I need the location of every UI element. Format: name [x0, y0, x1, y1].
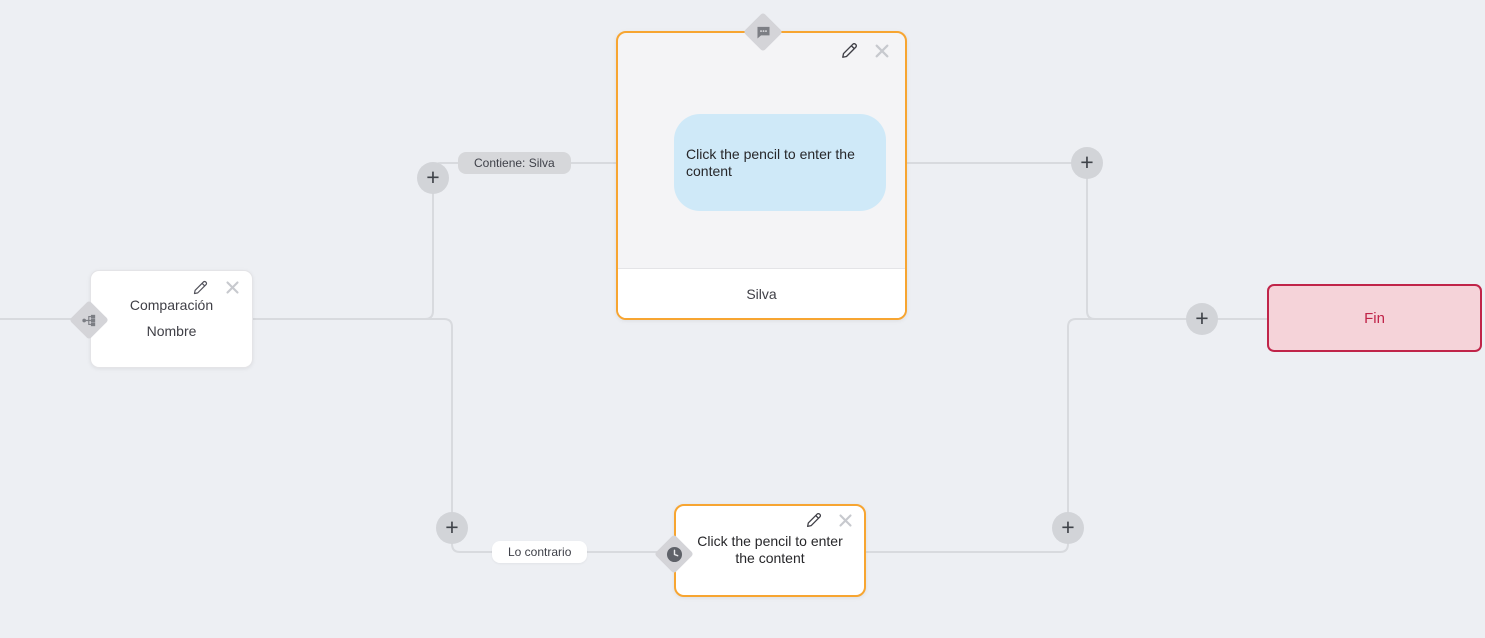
condition-title-line2: Nombre	[146, 323, 197, 340]
add-node-button-top-left[interactable]: +	[417, 162, 449, 194]
add-node-button-before-end[interactable]: +	[1186, 303, 1218, 335]
pencil-icon	[805, 512, 822, 532]
edit-condition-button[interactable]	[191, 280, 209, 298]
message-node[interactable]: Click the pencil to enter the content Si…	[616, 26, 907, 320]
edge-label-top-branch: Contiene: Silva	[458, 152, 571, 174]
message-badge	[743, 12, 783, 52]
pencil-icon	[840, 42, 858, 63]
edge-wait-to-end	[866, 318, 1186, 553]
pencil-icon	[192, 280, 208, 299]
edge-condition-to-wait	[253, 318, 674, 553]
end-node[interactable]: Fin	[1267, 284, 1482, 352]
wait-badge	[654, 534, 694, 574]
edge-label-text: Lo contrario	[508, 545, 572, 559]
add-node-button-top-right[interactable]: +	[1071, 147, 1103, 179]
delete-message-button[interactable]	[873, 43, 891, 61]
edit-message-button[interactable]	[840, 42, 858, 63]
message-placeholder-text: Click the pencil to enter the content	[686, 145, 855, 179]
condition-node[interactable]: Comparación Nombre	[81, 270, 253, 368]
add-node-button-bottom-right[interactable]: +	[1052, 512, 1084, 544]
edge-message-to-end	[907, 162, 1267, 320]
delete-wait-button[interactable]	[836, 513, 854, 531]
end-node-label: Fin	[1364, 309, 1385, 327]
close-icon	[874, 43, 890, 62]
edge-label-text: Contiene: Silva	[474, 156, 555, 170]
edge-label-bottom-branch: Lo contrario	[492, 541, 588, 563]
condition-title-line1: Comparación	[129, 297, 214, 313]
edit-wait-button[interactable]	[804, 512, 822, 532]
add-node-button-bottom-left[interactable]: +	[436, 512, 468, 544]
message-node-footer: Silva	[618, 268, 905, 318]
close-icon	[838, 513, 853, 531]
condition-node-title: Comparación Nombre	[91, 297, 252, 340]
close-icon	[225, 280, 240, 298]
message-node-name: Silva	[746, 285, 777, 302]
wait-placeholder-text: Click the pencil to enter the content	[697, 533, 843, 566]
wait-node[interactable]: Click the pencil to enter the content	[666, 504, 866, 597]
condition-badge	[69, 300, 109, 340]
message-content-bubble: Click the pencil to enter the content	[674, 114, 886, 211]
delete-condition-button[interactable]	[223, 280, 241, 298]
